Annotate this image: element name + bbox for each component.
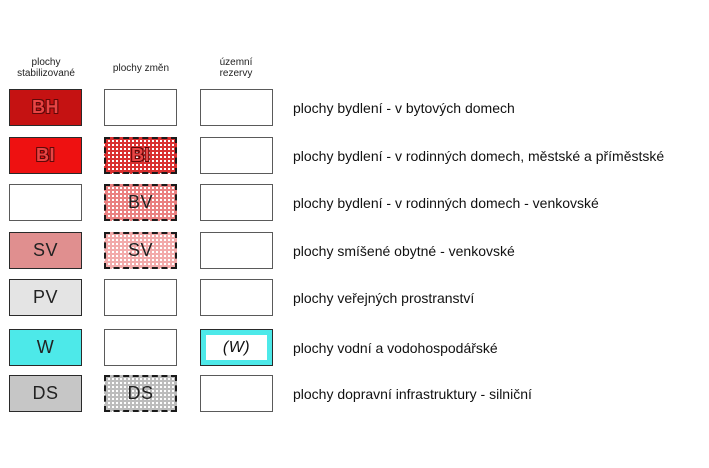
swatch-reserves-empty [200,232,273,269]
swatch-code: SV [32,240,58,260]
legend-row-ds: DS DS plochy dopravní infrastruktury - s… [0,375,709,412]
swatch-changes-bv: BV [104,184,177,221]
legend-row-pv: PV plochy veřejných prostranství [0,279,709,316]
swatch-reserves-empty [200,279,273,316]
swatch-code: DS [127,383,154,403]
swatch-reserves-empty [200,137,273,174]
swatch-code: BV [127,192,153,212]
swatch-reserves-empty [200,375,273,412]
swatch-stabilized-ds: DS [9,375,82,412]
swatch-code: DS [32,383,59,403]
row-description: plochy veřejných prostranství [293,289,475,306]
column-header-reserves: územní rezervy [219,57,253,79]
swatch-code: BH [32,97,59,117]
row-description: plochy dopravní infrastruktury - silničn… [293,385,532,402]
swatch-stabilized-bh: BH [9,89,82,126]
swatch-stabilized-sv: SV [9,232,82,269]
swatch-changes-bi: BI [104,137,177,174]
column-header-changes: plochy změn [112,62,170,74]
swatch-changes-empty [104,329,177,366]
legend-row-bi: BI BI plochy bydlení - v rodinných domec… [0,137,709,174]
legend-row-w: W (W) plochy vodní a vodohospodářské [0,329,709,366]
row-description: plochy bydlení - v rodinných domech - ve… [293,194,599,211]
swatch-stabilized-w: W [9,329,82,366]
legend-row-bv: BV plochy bydlení - v rodinných domech -… [0,184,709,221]
swatch-code: PV [32,287,58,307]
swatch-stabilized-bi: BI [9,137,82,174]
swatch-code: BI [36,145,55,165]
swatch-stabilized-pv: PV [9,279,82,316]
column-header-stabilized: plochy stabilizované [17,57,75,79]
row-description: plochy bydlení - v bytových domech [293,99,515,116]
swatch-reserves-w: (W) [200,329,273,366]
swatch-changes-ds: DS [104,375,177,412]
swatch-reserves-empty [200,184,273,221]
swatch-code: W [36,337,55,357]
row-description: plochy vodní a vodohospodářské [293,339,498,356]
swatch-code: (W) [222,338,251,356]
swatch-code: BI [131,145,150,165]
swatch-code: SV [127,240,153,260]
legend-row-sv: SV SV plochy smíšené obytné - venkovské [0,232,709,269]
swatch-changes-empty [104,89,177,126]
row-description: plochy smíšené obytné - venkovské [293,242,515,259]
swatch-changes-empty [104,279,177,316]
swatch-reserves-empty [200,89,273,126]
swatch-stabilized-empty [9,184,82,221]
row-description: plochy bydlení - v rodinných domech, měs… [293,147,665,164]
legend-row-bh: BH plochy bydlení - v bytových domech [0,89,709,126]
swatch-changes-sv: SV [104,232,177,269]
